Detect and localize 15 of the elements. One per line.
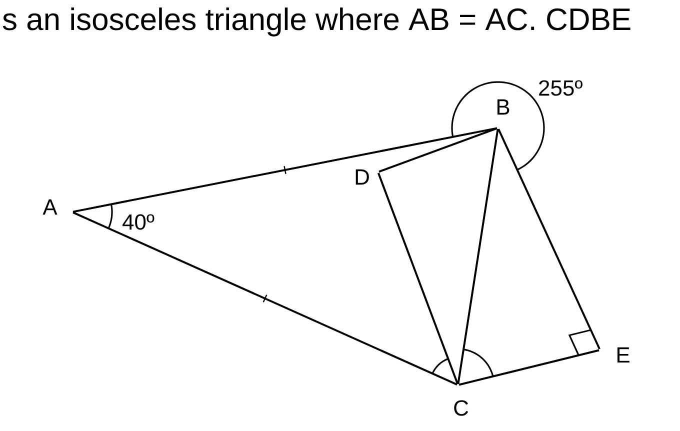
- line-segment: [377, 172, 459, 384]
- line-segment: [498, 128, 600, 350]
- point-label: A: [42, 199, 58, 215]
- point-label: D: [356, 169, 369, 185]
- angle-label: 255º: [539, 80, 582, 96]
- point-label: E: [617, 347, 630, 363]
- heading-text: s an isosceles triangle where AB = AC. CDBE: [2, 8, 630, 36]
- line-segment: [457, 128, 499, 384]
- line-segment: [72, 127, 498, 213]
- line-segment: [458, 349, 600, 386]
- line-segment: [378, 127, 498, 173]
- angle-label: 40º: [122, 214, 154, 230]
- point-label: C: [454, 400, 468, 416]
- point-label: B: [497, 99, 510, 115]
- line-segment: [72, 212, 458, 386]
